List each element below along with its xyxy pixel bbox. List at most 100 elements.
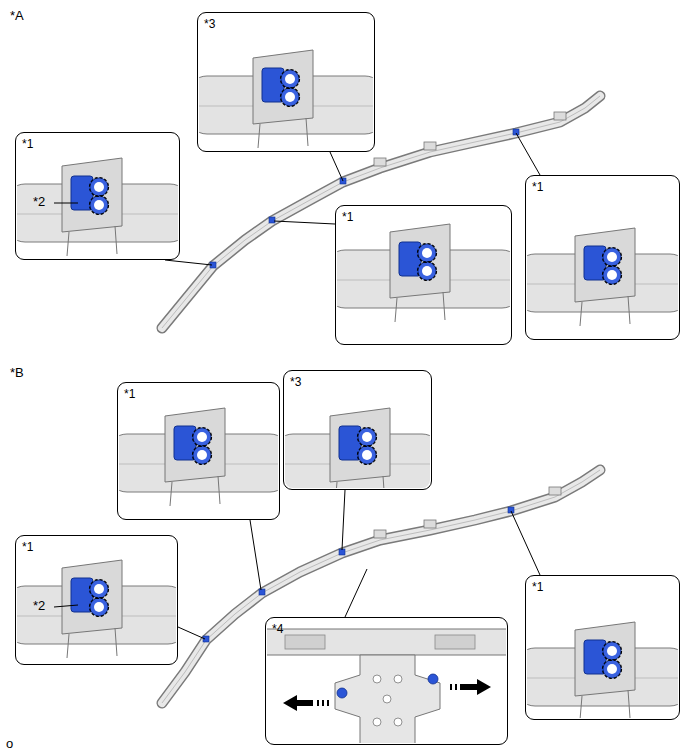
strap: [628, 690, 630, 718]
arrow-dash: [460, 684, 462, 690]
view-label: *B: [10, 365, 24, 380]
clip-hole: [197, 450, 207, 460]
leader-line: [342, 490, 345, 550]
strap: [258, 124, 260, 148]
clip-hole: [607, 270, 617, 280]
inset-drawing: [527, 228, 678, 326]
clip-marker: [513, 129, 519, 135]
clip-head: [90, 580, 108, 598]
arrow-dash: [317, 700, 319, 706]
clip-hole: [607, 252, 617, 262]
view-label: *A: [10, 8, 24, 23]
dashed-circle: [358, 446, 377, 465]
clip-head: [281, 88, 299, 106]
callout-number: *2: [33, 598, 45, 613]
clip-hole: [422, 248, 432, 258]
clip-head: [281, 70, 299, 88]
bracket-stub: [424, 142, 436, 150]
leader-line: [330, 152, 343, 181]
strap: [580, 696, 582, 718]
callout-number: *1: [124, 387, 135, 401]
bracket-stub: [554, 112, 566, 120]
detail-inset: *3: [283, 370, 432, 490]
inset-drawing: [17, 560, 176, 658]
inset-drawing: [267, 629, 506, 743]
clip-hole: [607, 664, 617, 674]
clip-head: [603, 248, 621, 266]
direction-arrow: [461, 679, 491, 695]
dashed-circle: [418, 244, 437, 263]
callout-number: *1: [22, 137, 33, 151]
strap: [306, 118, 308, 146]
clip-hole: [607, 646, 617, 656]
leader-line: [516, 133, 540, 175]
detail-inset: *3: [197, 12, 375, 152]
bracket-stub: [374, 530, 386, 538]
callout-number: *3: [204, 17, 215, 31]
direction-arrow: [283, 695, 313, 711]
clip-hole: [285, 92, 295, 102]
strap: [383, 476, 385, 488]
callout-number: *3: [290, 375, 301, 389]
arrow-dash: [455, 684, 457, 690]
dashed-circle: [603, 642, 622, 661]
strap: [170, 482, 172, 506]
bracket-plate: [165, 408, 225, 482]
claw: [428, 674, 438, 684]
bracket-plate: [253, 50, 313, 124]
clip-head: [418, 262, 436, 280]
clip-head: [90, 598, 108, 616]
clip-hole: [94, 584, 104, 594]
arrow-dash: [450, 684, 452, 690]
clip-hole: [94, 182, 104, 192]
bracket-plate: [575, 622, 635, 696]
dashed-circle: [603, 266, 622, 285]
inset-drawing: [527, 622, 678, 718]
inset-drawing: [17, 158, 178, 256]
dashed-circle: [358, 428, 377, 447]
detail-inset: *1: [117, 382, 280, 520]
callout-number: *1: [532, 180, 543, 194]
clip-head: [358, 446, 376, 464]
dashed-circle: [281, 70, 300, 89]
clip-head: [90, 196, 108, 214]
bracket-hole: [394, 718, 402, 726]
detail-inset: *1: [335, 205, 512, 345]
inset-drawing: [285, 408, 430, 488]
dashed-circle: [193, 446, 212, 465]
leader-line: [250, 520, 261, 590]
bracket-plate: [575, 228, 635, 302]
bracket-hole: [383, 695, 391, 703]
strap: [67, 634, 69, 658]
bracket: [335, 655, 440, 743]
dashed-circle: [603, 660, 622, 679]
clip-head: [193, 446, 211, 464]
bracket-plate: [390, 224, 450, 298]
clip-hole: [94, 602, 104, 612]
leader-line: [345, 569, 367, 617]
callout-number: *4: [272, 622, 283, 636]
leader-line: [178, 627, 205, 639]
claw: [337, 688, 347, 698]
clip-head: [358, 428, 376, 446]
detail-inset: *1: [525, 575, 680, 720]
callout-number: *1: [532, 580, 543, 594]
strap: [115, 628, 117, 656]
callout-number: *1: [342, 210, 353, 224]
clip-head: [193, 428, 211, 446]
strap: [580, 302, 582, 326]
bracket-plate: [62, 560, 122, 634]
clip-marker: [259, 589, 265, 595]
bracket-hole: [373, 718, 381, 726]
clip-hole: [362, 450, 372, 460]
inset-drawing: [119, 408, 278, 506]
leader-line: [54, 605, 78, 607]
clip-hole: [94, 200, 104, 210]
callout-number: *2: [33, 194, 45, 209]
strap: [67, 232, 69, 256]
figure-code: o: [6, 736, 13, 751]
strap: [443, 292, 445, 320]
bracket-stub: [424, 520, 436, 528]
